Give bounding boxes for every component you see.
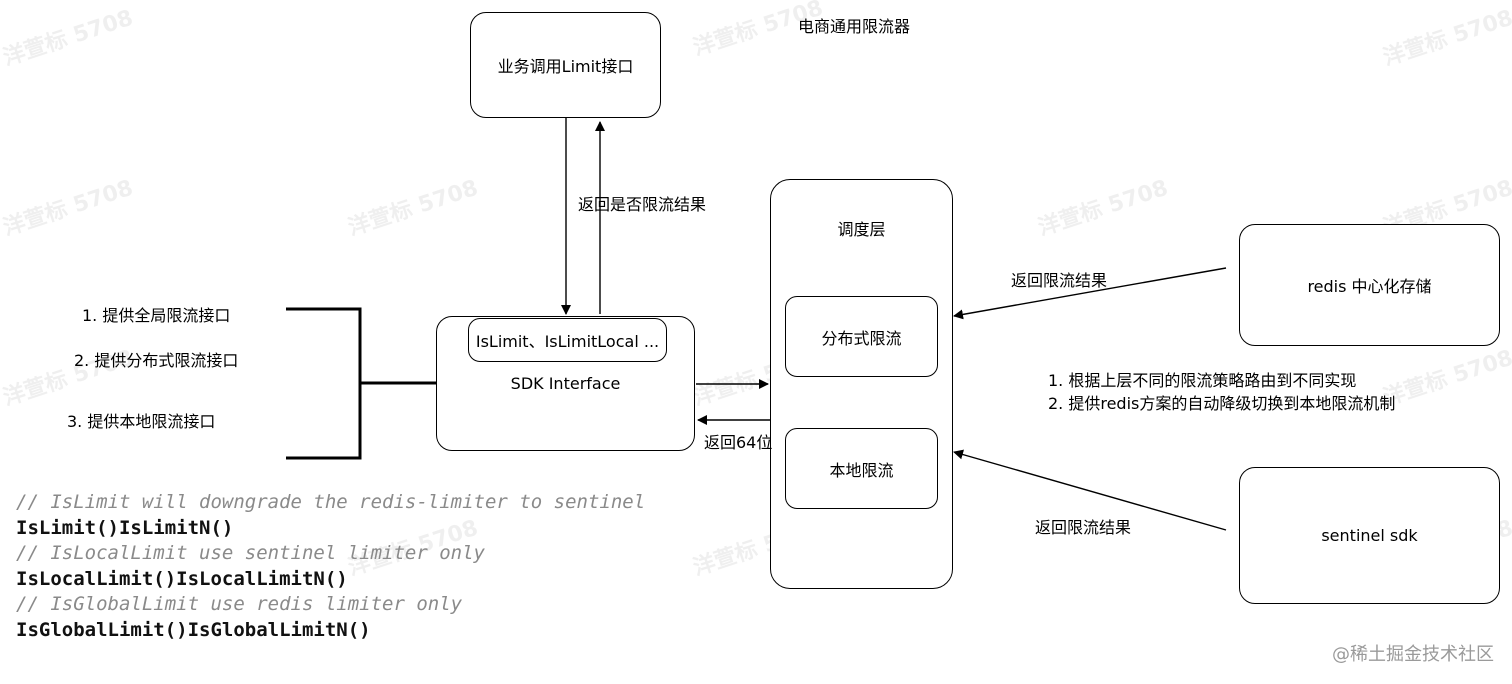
site-credit: @稀土掘金技术社区 xyxy=(1332,644,1494,665)
arrow-sentinel-to-dispatch xyxy=(953,449,1227,531)
note-item: 1. 根据上层不同的限流策略路由到不同实现 xyxy=(1048,371,1357,390)
edge-label-return-from-sentinel: 返回限流结果 xyxy=(1035,518,1132,537)
sentinel-label: sentinel sdk xyxy=(1321,526,1418,545)
feature-item: 1. 提供全局限流接口 xyxy=(82,306,231,325)
dispatch-layer-label: 调度层 xyxy=(837,220,886,239)
edge-label-return-is-limited: 返回是否限流结果 xyxy=(578,195,707,214)
code-comment: // IsGlobalLimit use redis limiter only xyxy=(16,593,463,615)
feature-item: 3. 提供本地限流接口 xyxy=(67,412,216,431)
diagram-title: 电商通用限流器 xyxy=(798,17,911,36)
local-limit-node: 本地限流 xyxy=(785,428,938,509)
edge-label-return-64: 返回64位 xyxy=(704,433,773,452)
sentinel-node: sentinel sdk xyxy=(1239,467,1500,604)
feature-bracket xyxy=(286,307,437,460)
code-block: // IsLimit will downgrade the redis-limi… xyxy=(16,490,645,643)
code-line: IsGlobalLimit()IsGlobalLimitN() xyxy=(16,618,371,641)
feature-item: 2. 提供分布式限流接口 xyxy=(74,351,239,370)
dispatch-layer-node: 调度层 xyxy=(770,179,953,589)
distributed-limit-label: 分布式限流 xyxy=(821,328,902,348)
arrow-redis-to-dispatch xyxy=(953,267,1227,320)
code-comment: // IsLimit will downgrade the redis-limi… xyxy=(16,491,646,513)
redis-label: redis 中心化存储 xyxy=(1307,277,1432,296)
sdk-methods-node: IsLimit、IsLimitLocal ... xyxy=(468,318,667,362)
sdk-methods-label: IsLimit、IsLimitLocal ... xyxy=(475,332,660,351)
note-item: 2. 提供redis方案的自动降级切换到本地限流机制 xyxy=(1048,394,1396,413)
code-line: IsLimit()IsLimitN() xyxy=(16,516,234,539)
sdk-interface-node: IsLimit、IsLimitLocal ... SDK Interface xyxy=(436,316,695,451)
biz-call-label: 业务调用Limit接口 xyxy=(497,57,634,76)
code-line: IsLocalLimit()IsLocalLimitN() xyxy=(16,567,348,590)
code-comment: // IsLocalLimit use sentinel limiter onl… xyxy=(16,542,485,564)
local-limit-label: 本地限流 xyxy=(829,460,894,480)
distributed-limit-node: 分布式限流 xyxy=(785,296,938,377)
biz-call-node: 业务调用Limit接口 xyxy=(470,12,661,118)
redis-node: redis 中心化存储 xyxy=(1239,224,1500,346)
edge-label-return-from-redis: 返回限流结果 xyxy=(1011,271,1108,290)
sdk-interface-label: SDK Interface xyxy=(510,374,621,393)
